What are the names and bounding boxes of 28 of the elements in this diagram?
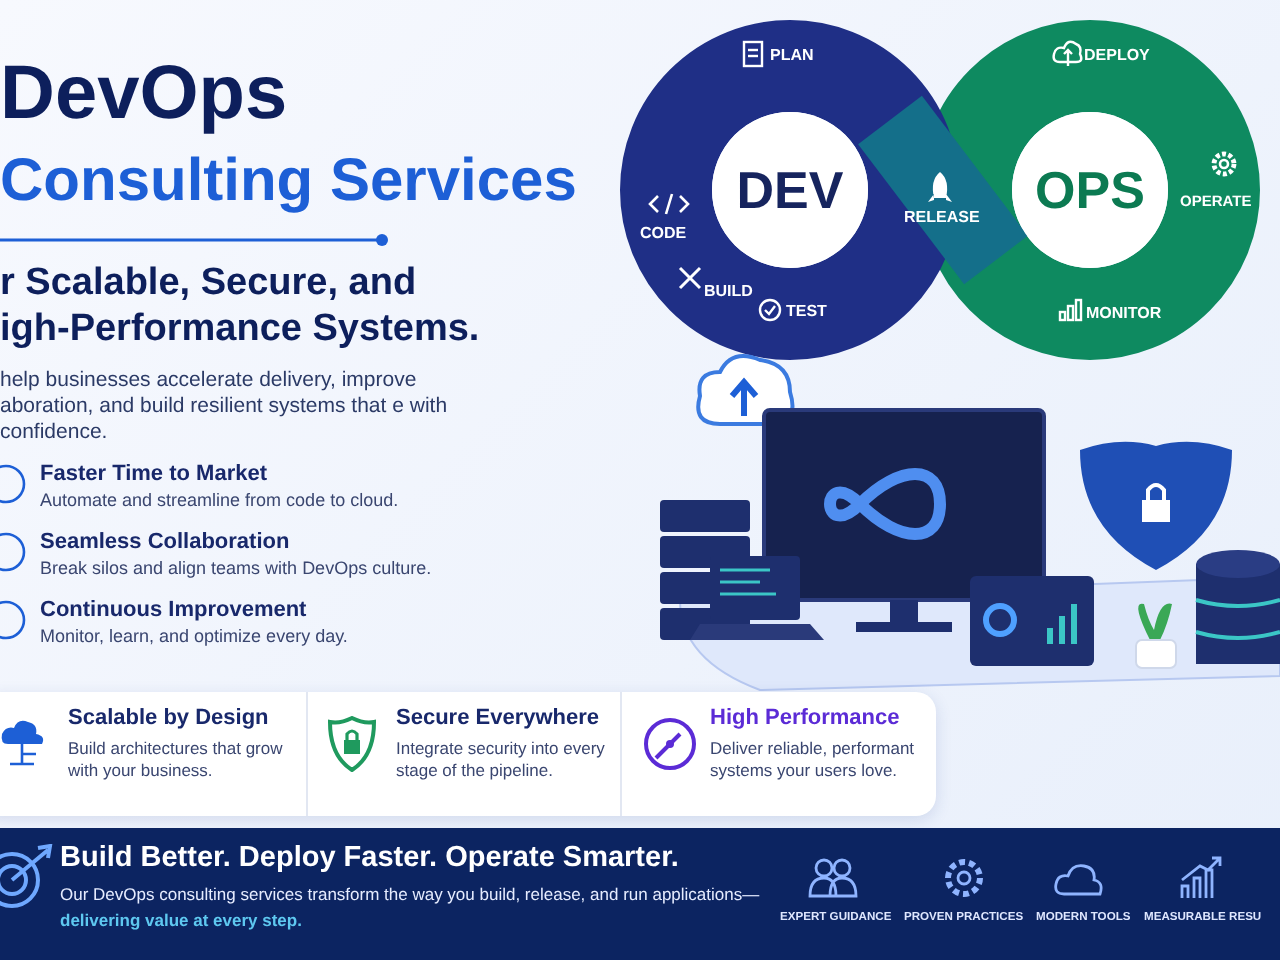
banner-heading: Build Better. Deploy Faster. Operate Smarter. — [60, 842, 679, 874]
stage-label: MONITOR — [1086, 304, 1162, 322]
benefit-text: Automate and streamline from code to cloud. — [40, 490, 399, 510]
title: DevOps — [0, 52, 288, 138]
benefit-text: Break silos and align teams with DevOps culture. — [40, 558, 432, 578]
stage-label: CODE — [640, 224, 687, 242]
stage-label: BUILD — [704, 282, 753, 300]
feature-heading: Scalable by Design — [68, 706, 269, 730]
feature-heading: High Performance — [710, 706, 900, 730]
benefit-heading: Faster Time to Market — [40, 462, 268, 486]
feature-text: Deliver reliable, performant systems your users love. — [710, 738, 917, 782]
banner-text: Our DevOps consulting services transform the way you build, release, and run applications— — [60, 884, 760, 904]
feature-text: Integrate security into every stage of the pipeline. — [396, 738, 607, 782]
feature-text: Build architectures that grow with your business. — [68, 738, 285, 782]
benefit-heading: Seamless Collaboration — [40, 530, 290, 554]
banner-highlight: delivering value at every step. — [60, 910, 302, 930]
stage-label: TEST — [786, 302, 827, 320]
footer-banner — [0, 828, 1280, 960]
stage-label: DEPLOY — [1084, 46, 1150, 64]
heading: Consulting Services — [0, 148, 577, 216]
benefit-text: Monitor, learn, and optimize every day. — [40, 626, 348, 646]
description: help businesses accelerate delivery, improve aboration, and build resilient systems that e with confidence. — [0, 368, 450, 446]
stage-label: RELEASE — [904, 208, 980, 226]
feature-panel — [0, 692, 936, 816]
feature-heading: Secure Everywhere — [396, 706, 600, 730]
subtitle: r Scalable, Secure, and igh-Performance Systems. — [0, 260, 480, 352]
stage-label: PLAN — [770, 46, 814, 64]
benefit-heading: Continuous Improvement — [40, 598, 307, 622]
